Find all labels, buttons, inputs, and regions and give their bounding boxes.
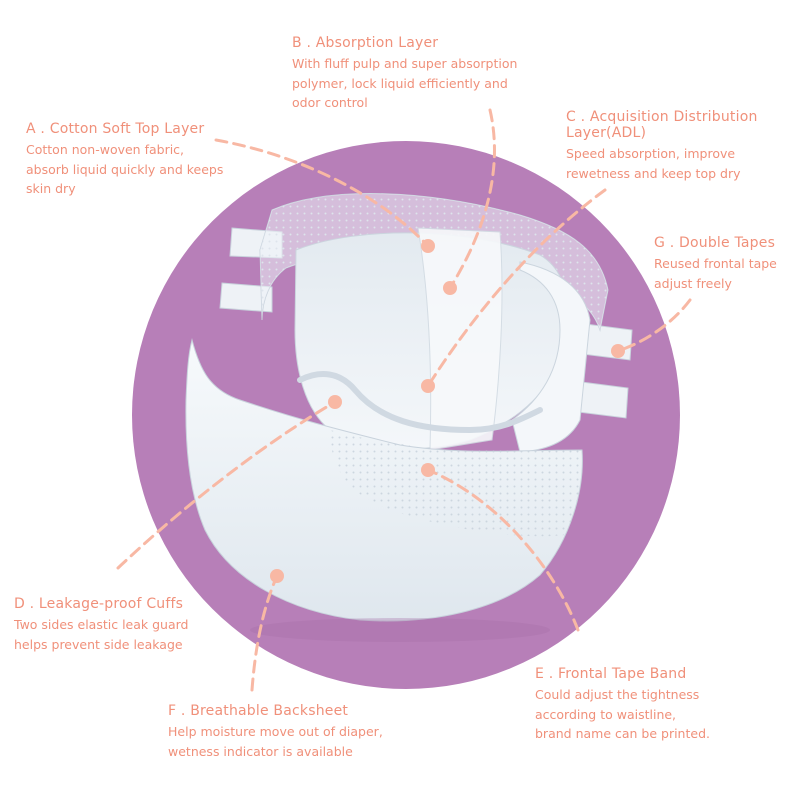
label-g-title: G . Double Tapes (654, 235, 776, 251)
leakage-cuff (297, 371, 543, 434)
marker-c (421, 379, 435, 393)
leader-f (250, 574, 279, 692)
leader-e (426, 468, 580, 632)
diaper-illustration (185, 193, 633, 642)
leader-lines (116, 108, 692, 692)
label-b: B . Absorption Layer With fluff pulp and… (292, 35, 517, 113)
marker-b (443, 281, 457, 295)
marker-a (421, 239, 435, 253)
frontal-tape-band (330, 430, 583, 537)
label-e-title: E . Frontal Tape Band (535, 666, 687, 682)
label-c-title: C . Acquisition Distribution Layer(ADL) (566, 109, 758, 141)
label-b-desc: With fluff pulp and super absorption pol… (292, 56, 518, 110)
label-e: E . Frontal Tape Band Could adjust the t… (535, 666, 710, 744)
marker-g (611, 344, 625, 358)
label-c-desc: Speed absorption, improve rewetness and … (566, 146, 741, 181)
leader-d (116, 400, 337, 570)
label-c: C . Acquisition Distribution Layer(ADL) … (566, 109, 758, 183)
label-a-title: A . Cotton Soft Top Layer (26, 121, 205, 137)
leader-b (448, 108, 496, 290)
marker-f (270, 569, 284, 583)
label-a-desc: Cotton non-woven fabric, absorb liquid q… (26, 142, 224, 196)
label-d-desc: Two sides elastic leak guard helps preve… (14, 617, 189, 652)
label-d-title: D . Leakage-proof Cuffs (14, 596, 184, 612)
label-f: F . Breathable Backsheet Help moisture m… (168, 703, 383, 761)
leader-g (616, 298, 692, 353)
label-f-title: F . Breathable Backsheet (168, 703, 349, 719)
left-tape-lower (219, 282, 273, 313)
label-d: D . Leakage-proof Cuffs Two sides elasti… (14, 596, 188, 654)
label-e-desc: Could adjust the tightness according to … (535, 687, 710, 741)
marker-e (421, 463, 435, 477)
label-g: G . Double Tapes Reused frontal tape adj… (654, 235, 777, 293)
label-g-desc: Reused frontal tape adjust freely (654, 256, 777, 291)
marker-dots (270, 239, 625, 583)
leader-c (426, 188, 607, 388)
label-a: A . Cotton Soft Top Layer Cotton non-wov… (26, 121, 223, 199)
label-f-desc: Help moisture move out of diaper, wetnes… (168, 724, 383, 759)
leader-a (214, 138, 430, 248)
label-b-title: B . Absorption Layer (292, 35, 439, 51)
marker-d (328, 395, 342, 409)
